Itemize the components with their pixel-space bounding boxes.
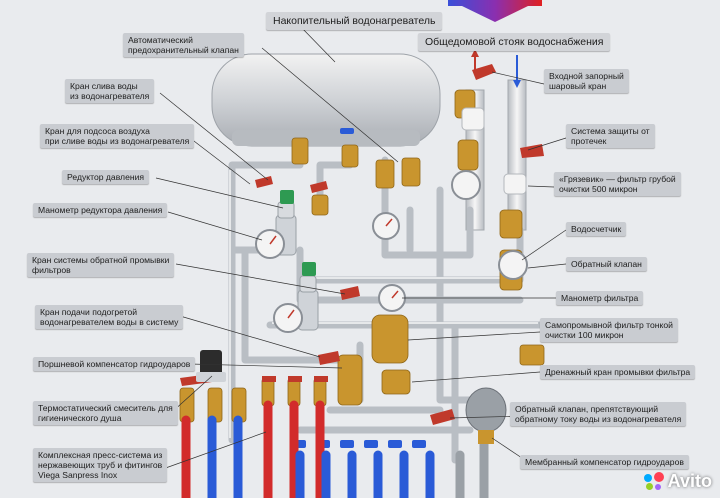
label-coarse-filter: «Грязевик» — фильтр грубой очистки 500 м… [554,172,681,196]
label-reducer-gauge: Манометр редуктора давления [33,203,168,217]
label-pressure-reducer: Редуктор давления [62,170,150,184]
label-leak-protection: Система защиты от протечек [566,124,655,148]
label-riser: Общедомовой стояк водоснабжения [418,33,611,51]
label-backflush-valve: Кран системы обратной промывки фильтров [27,253,175,277]
label-water-heater: Накопительный водонагреватель [266,12,443,30]
avito-watermark-text: Avito [667,471,712,491]
label-filter-gauge: Манометр фильтра [556,291,644,305]
flexible-hoses [181,400,489,498]
leak-protection-valves [461,107,527,195]
label-hammer-arrestor: Поршневой компенсатор гидроударов [33,357,196,371]
label-check-valve: Обратный клапан [566,257,647,271]
avito-watermark: Avito [643,471,712,492]
label-safety-valve: Автоматический предохранительный клапан [123,33,244,57]
water-heater-tank [211,53,441,147]
label-preheated-valve: Кран подачи подогретой водонагревателем … [35,305,184,329]
meter-1-icon [451,170,481,200]
label-press-system: Комплексная пресс-система из нержавеющих… [33,448,168,482]
supply-arrow [448,0,542,22]
valve-handles [180,64,544,425]
label-self-clean-filter: Самопромывной фильтр тонкой очистки 100 … [540,318,678,342]
label-membrane-comp: Мембранный компенсатор гидроударов [520,455,689,469]
label-thermo-mixer: Термостатический смеситель для гигиениче… [33,401,178,425]
membrane-compensator [465,387,507,444]
leader-lines [155,25,567,471]
label-backflow-valve: Обратный клапан, препятствующий обратном… [510,402,687,426]
label-water-meter: Водосчетчик [566,222,627,236]
avito-logo-icon [643,471,664,492]
label-drain-valve: Кран слива воды из водонагревателя [65,79,155,103]
label-filter-drain: Дренажный кран промывки фильтра [540,365,696,379]
label-inlet-valve: Входной запорный шаровый кран [544,69,629,93]
meter-2-icon [498,250,528,280]
label-air-valve: Кран для подсоса воздуха при сливе воды … [40,124,195,148]
